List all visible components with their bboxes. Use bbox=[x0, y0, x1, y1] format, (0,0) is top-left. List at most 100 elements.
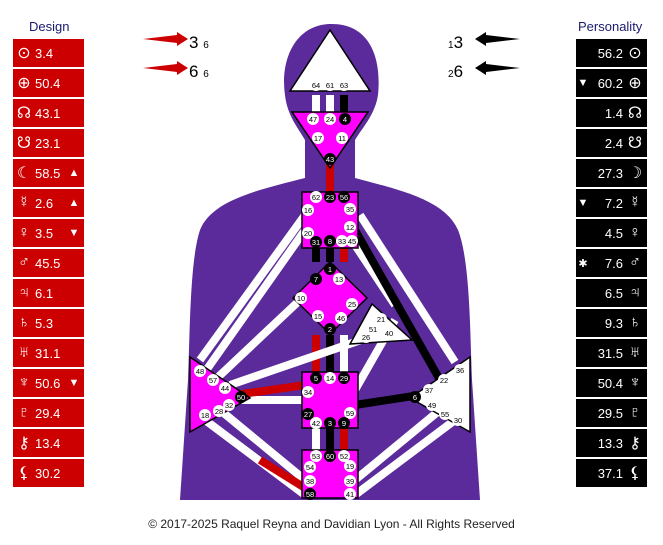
gate-35-marker bbox=[344, 203, 356, 215]
planet-symbol-icon: ☽ bbox=[627, 165, 643, 182]
gate-4-marker bbox=[339, 113, 351, 125]
gate-3-label: 3 bbox=[328, 419, 332, 428]
gate-37-marker bbox=[423, 384, 435, 396]
gate-44-label: 44 bbox=[221, 384, 229, 393]
gate-60-marker bbox=[324, 450, 336, 462]
planet-symbol-icon: ♀ bbox=[18, 224, 30, 241]
planet-row: ⊙3.4 bbox=[13, 39, 84, 69]
gate-2-label: 2 bbox=[328, 325, 332, 334]
gate-29-label: 29 bbox=[340, 374, 348, 383]
gate-46-label: 46 bbox=[337, 314, 345, 323]
planet-gate-value: 30.2 bbox=[35, 465, 61, 481]
planet-gate-value: 5.3 bbox=[35, 315, 54, 331]
planet-mark: ▼ bbox=[577, 77, 589, 89]
planet-gate-value: 50.6 bbox=[35, 375, 61, 391]
gate-15-label: 15 bbox=[314, 312, 322, 321]
gate-8-marker bbox=[324, 235, 336, 247]
gate-20-marker bbox=[302, 227, 314, 239]
gate-3-marker bbox=[324, 417, 336, 429]
gate-52-label: 52 bbox=[340, 452, 348, 461]
gate-59-label: 59 bbox=[346, 409, 354, 418]
gate-18-marker bbox=[199, 409, 211, 421]
gate-57-marker bbox=[207, 374, 219, 386]
gate-27-label: 27 bbox=[304, 410, 312, 419]
gate-40-marker bbox=[383, 327, 395, 339]
planet-row: ♇29.4 bbox=[13, 399, 84, 429]
gate-55-label: 55 bbox=[441, 410, 449, 419]
gate-64-marker bbox=[310, 79, 322, 91]
planet-symbol-icon: ⊕ bbox=[17, 75, 31, 92]
planet-gate-value: 4.5 bbox=[604, 225, 623, 241]
planet-gate-value: 43.1 bbox=[35, 105, 61, 121]
arrow-right-bottom-label: 26 bbox=[448, 62, 464, 81]
gate-63-marker bbox=[338, 79, 350, 91]
planet-gate-value: 37.1 bbox=[597, 465, 623, 481]
planet-gate-value: 2.4 bbox=[604, 135, 623, 151]
gate-51-label: 51 bbox=[369, 325, 377, 334]
gate-42-marker bbox=[310, 417, 322, 429]
planet-gate-value: 13.3 bbox=[597, 435, 623, 451]
gate-6-marker bbox=[409, 391, 421, 403]
planet-gate-value: 56.2 bbox=[597, 45, 623, 61]
planet-gate-value: 31.5 bbox=[597, 345, 623, 361]
planet-symbol-icon: ♃ bbox=[18, 284, 30, 301]
gate-5-marker bbox=[310, 372, 322, 384]
planet-symbol-icon: ⚸ bbox=[18, 465, 30, 482]
planet-row: ☊43.1 bbox=[13, 99, 84, 129]
planet-symbol-icon: ⚷ bbox=[629, 435, 641, 452]
gate-8-label: 8 bbox=[328, 237, 332, 246]
gate-38-label: 38 bbox=[306, 477, 314, 486]
gate-5-label: 5 bbox=[314, 374, 318, 383]
gate-13-label: 13 bbox=[335, 275, 343, 284]
gate-50-label: 50 bbox=[237, 393, 245, 402]
planet-mark: ▼ bbox=[577, 197, 589, 209]
gate-28-label: 28 bbox=[215, 407, 223, 416]
copyright-footer: © 2017-2025 Raquel Reyna and Davidian Ly… bbox=[148, 517, 515, 531]
gate-27-marker bbox=[302, 408, 314, 420]
gate-12-label: 12 bbox=[346, 223, 354, 232]
planet-gate-value: 29.5 bbox=[597, 405, 623, 421]
planet-gate-value: 6.1 bbox=[35, 285, 54, 301]
gate-34-label: 34 bbox=[304, 388, 312, 397]
gate-12-marker bbox=[344, 221, 356, 233]
planet-symbol-icon: ☿ bbox=[18, 194, 30, 211]
arrow-left-bottom-icon bbox=[143, 61, 188, 75]
gate-60-label: 60 bbox=[326, 452, 334, 461]
gate-47-label: 47 bbox=[309, 115, 317, 124]
gate-32-marker bbox=[223, 399, 235, 411]
planet-gate-value: 2.6 bbox=[35, 195, 54, 211]
gate-57-label: 57 bbox=[209, 376, 217, 385]
arrow-right-top-icon bbox=[475, 32, 520, 46]
planet-symbol-icon: ♅ bbox=[18, 344, 30, 361]
gate-10-marker bbox=[295, 292, 307, 304]
arrow-left-top-icon bbox=[143, 32, 188, 46]
gate-62-marker bbox=[310, 191, 322, 203]
gate-1-marker bbox=[324, 263, 336, 275]
planet-row: ⚷13.4 bbox=[13, 429, 84, 459]
gate-41-label: 41 bbox=[346, 490, 354, 499]
design-column: ⊙3.4⊕50.4☊43.1☋23.1☾58.5▲☿2.6▲♀3.5▼♂45.5… bbox=[13, 39, 84, 489]
planet-gate-value: 58.5 bbox=[35, 165, 61, 181]
gate-22-marker bbox=[438, 374, 450, 386]
planet-row: ☾58.5▲ bbox=[13, 159, 84, 189]
gate-4-label: 4 bbox=[343, 115, 347, 124]
gate-11-marker bbox=[336, 132, 348, 144]
gate-25-marker bbox=[346, 298, 358, 310]
planet-row: ⚸ 30.2 bbox=[13, 459, 84, 489]
planet-row: 27.3☽ bbox=[576, 159, 647, 189]
gate-29-marker bbox=[338, 372, 350, 384]
planet-row: ♂45.5 bbox=[13, 249, 84, 279]
gate-21-marker bbox=[375, 313, 387, 325]
gate-37-label: 37 bbox=[425, 386, 433, 395]
gate-54-label: 54 bbox=[306, 463, 314, 472]
gate-41-marker bbox=[344, 488, 356, 500]
gate-23-marker bbox=[324, 191, 336, 203]
gate-53-label: 53 bbox=[312, 452, 320, 461]
gate-31-label: 31 bbox=[312, 238, 320, 247]
gate-25-label: 25 bbox=[348, 300, 356, 309]
planet-row: ♀3.5▼ bbox=[13, 219, 84, 249]
gate-55-marker bbox=[439, 408, 451, 420]
planet-gate-value: 50.4 bbox=[35, 75, 61, 91]
planet-symbol-icon: ♄ bbox=[629, 314, 641, 331]
gate-17-marker bbox=[312, 132, 324, 144]
